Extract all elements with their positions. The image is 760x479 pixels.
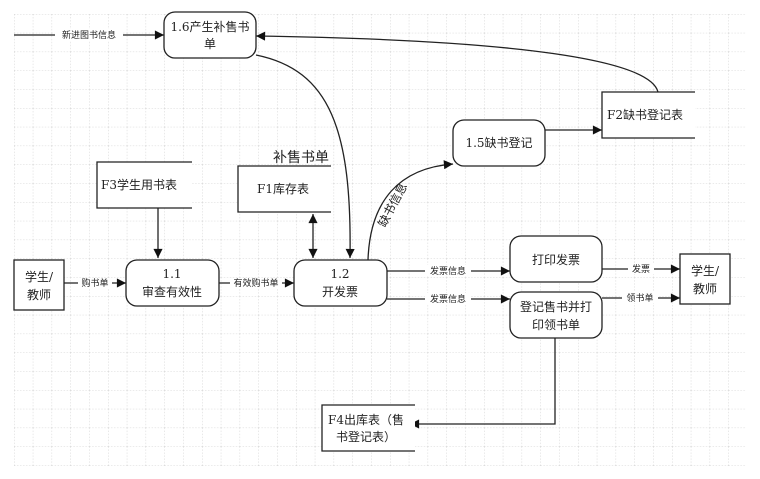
svg-text:领书单: 领书单: [626, 292, 653, 304]
flow-invoice-info-2: 发票信息: [387, 293, 511, 305]
svg-text:1.2: 1.2: [330, 267, 349, 281]
svg-text:教师: 教师: [27, 287, 51, 302]
process-1-2[interactable]: 1.2 开发票: [293, 259, 388, 307]
flow-f2-to-p16: [255, 31, 659, 93]
flow-valid-order: 有效购书单: [219, 277, 295, 289]
store-f2[interactable]: F2缺书登记表: [601, 91, 695, 139]
svg-text:审查有效性: 审查有效性: [142, 284, 202, 299]
svg-text:发票信息: 发票信息: [430, 265, 466, 277]
flow-missing-info: [367, 160, 454, 261]
flow-register-to-f4: [409, 338, 556, 429]
process-1-5[interactable]: 1.5缺书登记: [452, 119, 546, 167]
svg-text:书登记表）: 书登记表）: [336, 429, 396, 444]
svg-text:登记售书并打: 登记售书并打: [520, 299, 592, 314]
svg-text:F4出库表（售: F4出库表（售: [328, 412, 404, 427]
svg-text:1.5缺书登记: 1.5缺书登记: [465, 135, 532, 150]
svg-text:发票: 发票: [632, 263, 650, 275]
process-1-1[interactable]: 1.1 审查有效性: [125, 259, 220, 307]
svg-text:购书单: 购书单: [81, 277, 108, 289]
grid-background: [14, 14, 746, 466]
flow-supplement-order-label: 补售书单: [273, 150, 329, 166]
svg-text:印领书单: 印领书单: [532, 318, 580, 332]
svg-text:F2缺书登记表: F2缺书登记表: [607, 107, 683, 122]
svg-text:发票信息: 发票信息: [430, 293, 466, 305]
store-f4[interactable]: F4出库表（售 书登记表）: [321, 404, 415, 452]
svg-text:F1库存表: F1库存表: [257, 181, 309, 196]
svg-text:开发票: 开发票: [322, 284, 358, 299]
store-f1[interactable]: F1库存表: [237, 165, 331, 213]
process-1-6[interactable]: 1.6产生补售书 单: [163, 11, 257, 59]
flow-p16-to-p12: [255, 54, 355, 259]
process-register[interactable]: 登记售书并打 印领书单: [509, 291, 603, 339]
entity-student-teacher-left[interactable]: 学生/ 教师: [13, 259, 65, 311]
store-f3[interactable]: F3学生用书表: [96, 161, 192, 209]
svg-text:1.6产生补售书: 1.6产生补售书: [170, 19, 249, 34]
flow-purchase-order: 购书单: [64, 277, 126, 289]
svg-text:有效购书单: 有效购书单: [233, 277, 278, 289]
svg-text:F3学生用书表: F3学生用书表: [101, 177, 177, 192]
flow-receipt: 领书单: [602, 292, 680, 304]
flow-label: 新进图书信息: [62, 29, 116, 41]
svg-text:打印发票: 打印发票: [532, 252, 580, 267]
flow-invoice: 发票: [602, 263, 680, 275]
svg-text:学生/: 学生/: [691, 263, 720, 278]
svg-text:单: 单: [204, 37, 216, 51]
svg-text:1.1: 1.1: [162, 267, 181, 281]
svg-text:教师: 教师: [693, 281, 717, 296]
process-print-invoice[interactable]: 打印发票: [509, 235, 603, 283]
svg-text:学生/: 学生/: [25, 269, 54, 284]
entity-student-teacher-right[interactable]: 学生/ 教师: [679, 253, 731, 305]
flow-invoice-info-1: 发票信息: [387, 265, 511, 277]
flow-new-books: 新进图书信息: [14, 29, 164, 41]
